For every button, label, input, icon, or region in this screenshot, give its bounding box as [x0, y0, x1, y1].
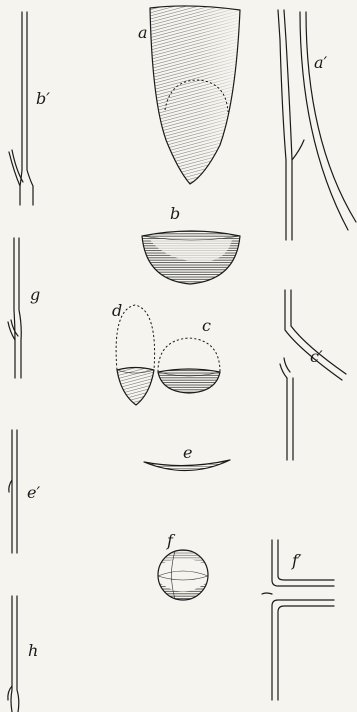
stem-a-prime	[278, 10, 356, 240]
figure-b-bowl	[142, 231, 240, 284]
label-a-prime: a′	[314, 53, 328, 72]
label-c-prime: c′	[310, 347, 323, 366]
stem-b-prime	[9, 12, 33, 205]
stem-h	[8, 596, 19, 712]
label-b-prime: b′	[36, 89, 50, 108]
figure-c-sphere	[158, 338, 220, 393]
label-b: b	[170, 204, 180, 223]
label-a: a	[138, 23, 148, 42]
label-c: c	[202, 316, 211, 335]
label-d: d	[112, 301, 122, 320]
stem-g	[8, 238, 21, 378]
figure-d-egg	[116, 305, 154, 405]
label-f-prime: f′	[291, 551, 302, 570]
label-h: h	[28, 641, 38, 660]
stem-c-prime	[280, 290, 346, 460]
stem-e-prime	[9, 430, 17, 553]
figure-f-sphere	[158, 550, 208, 600]
label-e: e	[183, 443, 192, 462]
label-e-prime: e′	[27, 483, 40, 502]
label-f: f	[166, 531, 176, 550]
figure-a-cone	[150, 6, 240, 184]
label-g: g	[30, 285, 40, 304]
